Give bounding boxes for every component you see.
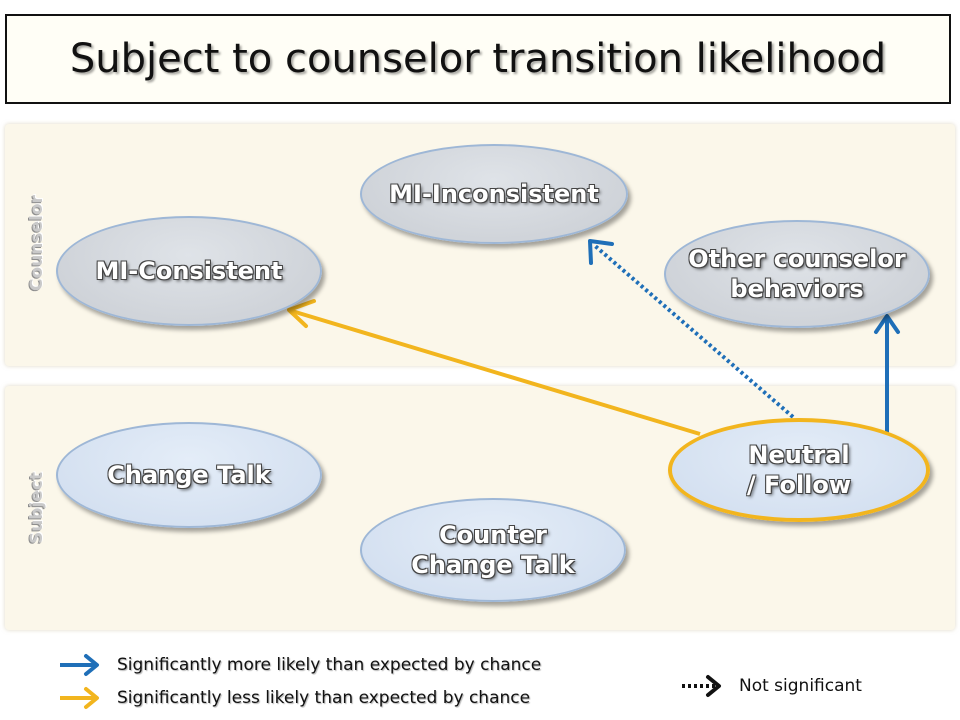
legend-more-arrow xyxy=(60,654,99,676)
counselor-band-label: Counselor xyxy=(27,195,47,291)
title-box: Subject to counselor transition likeliho… xyxy=(5,14,951,104)
node-mi-consistent: MI-Consistent xyxy=(56,216,322,326)
legend-not-significant-label: Not significant xyxy=(739,676,862,696)
node-neutral-follow-label: Neutral / Follow xyxy=(746,441,852,499)
node-mi-inconsistent-label: MI-Inconsistent xyxy=(389,180,599,208)
legend-more-label: Significantly more likely than expected … xyxy=(117,655,542,675)
node-other-counselor-label: Other counselor behaviors xyxy=(688,245,906,303)
legend-less-label: Significantly less likely than expected … xyxy=(117,688,531,708)
page-title: Subject to counselor transition likeliho… xyxy=(69,36,887,82)
node-neutral-follow: Neutral / Follow xyxy=(668,418,930,522)
node-mi-inconsistent: MI-Inconsistent xyxy=(360,144,628,244)
subject-band-label: Subject xyxy=(27,471,47,545)
node-counter-change-talk: Counter Change Talk xyxy=(360,498,626,602)
node-other-counselor: Other counselor behaviors xyxy=(664,220,930,328)
node-mi-consistent-label: MI-Consistent xyxy=(95,257,283,285)
node-counter-change-talk-label: Counter Change Talk xyxy=(411,521,575,579)
legend-not-significant-arrow xyxy=(682,675,721,697)
node-change-talk: Change Talk xyxy=(56,422,322,528)
node-change-talk-label: Change Talk xyxy=(107,461,271,489)
legend-less-arrow xyxy=(60,687,99,709)
